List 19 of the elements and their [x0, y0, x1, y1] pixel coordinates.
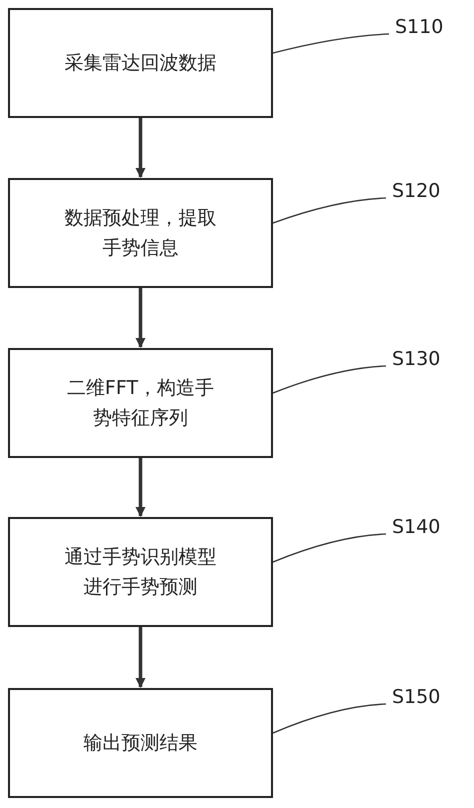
leader-line: [272, 533, 386, 563]
step-label: S110: [395, 16, 444, 38]
step-label: S150: [392, 686, 440, 708]
process-box: 通过手势识别模型进行手势预测: [8, 517, 273, 627]
process-box: 输出预测结果: [8, 688, 273, 798]
leader-line: [272, 703, 386, 734]
arrow: [136, 288, 146, 348]
step-label: S140: [392, 516, 440, 538]
leader-line: [272, 365, 386, 394]
step-label: S130: [392, 348, 440, 370]
process-box: 采集雷达回波数据: [8, 8, 273, 118]
leader-line: [272, 33, 390, 54]
leader-line: [272, 197, 386, 224]
arrow: [136, 627, 146, 688]
process-box: 数据预处理，提取手势信息: [8, 178, 273, 288]
arrow: [136, 118, 146, 178]
arrow: [136, 458, 146, 517]
step-label: S120: [392, 180, 440, 202]
process-box: 二维FFT，构造手势特征序列: [8, 348, 273, 458]
